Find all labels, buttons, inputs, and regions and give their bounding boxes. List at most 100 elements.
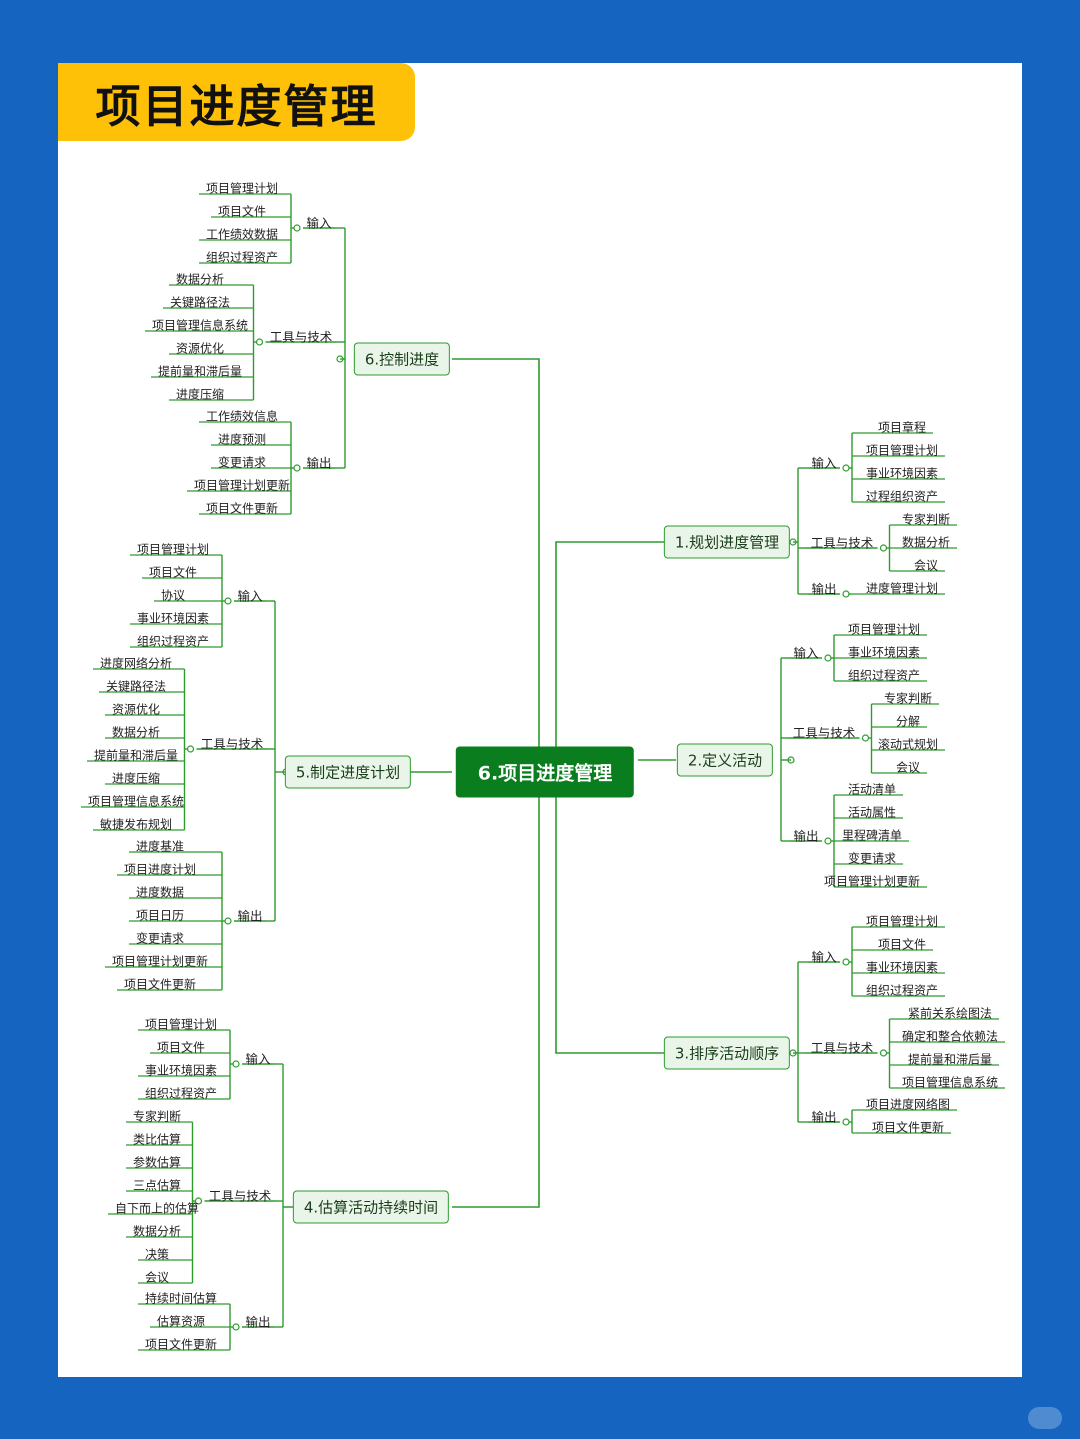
leaf-item: 项目文件更新	[144, 1337, 218, 1352]
leaf-item: 活动属性	[847, 805, 897, 820]
leaf-item: 紧前关系绘图法	[907, 1006, 993, 1021]
connector-line	[555, 795, 664, 1054]
collapse-toggle[interactable]	[232, 1323, 240, 1331]
leaf-item: 变更请求	[135, 931, 185, 946]
tools-group-label: 工具与技术	[810, 1040, 874, 1056]
leaf-item: 变更请求	[217, 455, 267, 470]
leaf-item: 进度压缩	[175, 387, 225, 402]
collapse-toggle[interactable]	[232, 1060, 240, 1068]
leaf-item: 数据分析	[901, 535, 951, 550]
leaf-item: 进度压缩	[111, 771, 161, 786]
title-banner: 项目进度管理	[58, 63, 415, 141]
collapse-toggle[interactable]	[224, 597, 232, 605]
leaf-item: 项目管理信息系统	[901, 1075, 999, 1090]
input-group-label: 输入	[811, 455, 837, 471]
output-group-label: 输出	[306, 455, 332, 471]
leaf-item: 专家判断	[132, 1109, 182, 1124]
leaf-item: 自下而上的估算	[114, 1201, 200, 1216]
leaf-item: 项目文件更新	[123, 977, 197, 992]
leaf-item: 提前量和滞后量	[93, 748, 179, 763]
input-group-label: 输入	[245, 1051, 271, 1067]
leaf-item: 进度基准	[135, 839, 185, 854]
leaf-item: 协议	[160, 588, 186, 603]
leaf-item: 项目文件	[877, 937, 927, 952]
leaf-item: 活动清单	[847, 782, 897, 797]
connector-line	[555, 541, 664, 750]
leaf-item: 项目文件	[217, 204, 267, 219]
tools-group-label: 工具与技术	[269, 329, 333, 345]
leaf-item: 事业环境因素	[144, 1063, 218, 1078]
output-group-label: 输出	[245, 1314, 271, 1330]
collapse-toggle[interactable]	[224, 917, 232, 925]
output-group-label: 输出	[811, 1109, 837, 1125]
leaf-item: 工作绩效信息	[205, 409, 279, 424]
collapse-toggle[interactable]	[255, 338, 264, 346]
leaf-item: 关键路径法	[169, 295, 231, 310]
leaf-item: 数据分析	[175, 272, 225, 287]
branch-node-4: 4.估算活动持续时间	[292, 1190, 450, 1224]
collapse-toggle[interactable]	[861, 734, 870, 742]
collapse-toggle[interactable]	[824, 654, 832, 662]
leaf-item: 项目文件	[148, 565, 198, 580]
leaf-item: 变更请求	[847, 851, 897, 866]
content-card	[58, 63, 1022, 1377]
leaf-item: 三点估算	[132, 1178, 182, 1193]
leaf-item: 估算资源	[156, 1314, 206, 1329]
leaf-item: 组织过程资产	[136, 634, 210, 649]
collapse-toggle[interactable]	[842, 464, 850, 472]
leaf-item: 项目进度计划	[123, 862, 197, 877]
leaf-item: 项目文件更新	[205, 501, 279, 516]
branch-node-1: 1.规划进度管理	[663, 525, 791, 559]
collapse-toggle[interactable]	[842, 590, 850, 598]
branch-node-6: 6.控制进度	[353, 342, 451, 376]
collapse-toggle[interactable]	[824, 837, 832, 845]
leaf-item: 项目管理计划	[136, 542, 210, 557]
leaf-item: 组织过程资产	[865, 983, 939, 998]
leaf-item: 滚动式规划	[877, 737, 939, 752]
leaf-item: 参数估算	[132, 1155, 182, 1170]
collapse-toggle[interactable]	[879, 1049, 888, 1057]
leaf-item: 决策	[144, 1247, 170, 1262]
collapse-toggle[interactable]	[842, 1118, 850, 1126]
leaf-item: 进度数据	[135, 885, 185, 900]
leaf-item: 项目章程	[877, 420, 927, 435]
leaf-item: 资源优化	[111, 702, 161, 717]
leaf-item: 资源优化	[175, 341, 225, 356]
input-group-label: 输入	[793, 645, 819, 661]
leaf-item: 组织过程资产	[205, 250, 279, 265]
leaf-item: 分解	[895, 714, 921, 729]
leaf-item: 组织过程资产	[144, 1086, 218, 1101]
leaf-item: 项目管理计划	[144, 1017, 218, 1032]
leaf-item: 数据分析	[132, 1224, 182, 1239]
leaf-item: 项目文件	[156, 1040, 206, 1055]
leaf-item: 项目管理计划更新	[823, 874, 921, 889]
collapse-toggle[interactable]	[293, 224, 301, 232]
leaf-item: 项目管理计划	[847, 622, 921, 637]
leaf-item: 项目进度网络图	[865, 1097, 951, 1112]
collapse-toggle[interactable]	[293, 464, 301, 472]
leaf-item: 项目管理信息系统	[151, 318, 249, 333]
leaf-item: 事业环境因素	[847, 645, 921, 660]
leaf-item: 事业环境因素	[136, 611, 210, 626]
leaf-item: 会议	[144, 1270, 170, 1285]
collapse-toggle[interactable]	[186, 745, 195, 753]
input-group-label: 输入	[306, 215, 332, 231]
root-node: 6.项目进度管理	[455, 746, 635, 798]
connector-line	[452, 358, 540, 751]
leaf-item: 关键路径法	[105, 679, 167, 694]
leaf-item: 项目管理计划更新	[193, 478, 291, 493]
leaf-item: 项目管理计划更新	[111, 954, 209, 969]
collapse-toggle[interactable]	[879, 544, 888, 552]
leaf-item: 项目管理计划	[205, 181, 279, 196]
tools-group-label: 工具与技术	[208, 1188, 272, 1204]
connector-line	[452, 794, 540, 1208]
input-group-label: 输入	[811, 949, 837, 965]
leaf-item: 确定和整合依赖法	[901, 1029, 999, 1044]
watermark-badge	[1028, 1407, 1062, 1429]
output-group-label: 输出	[237, 908, 263, 924]
leaf-item: 敏捷发布规划	[99, 817, 173, 832]
leaf-item: 组织过程资产	[847, 668, 921, 683]
collapse-toggle[interactable]	[842, 958, 850, 966]
input-group-label: 输入	[237, 588, 263, 604]
